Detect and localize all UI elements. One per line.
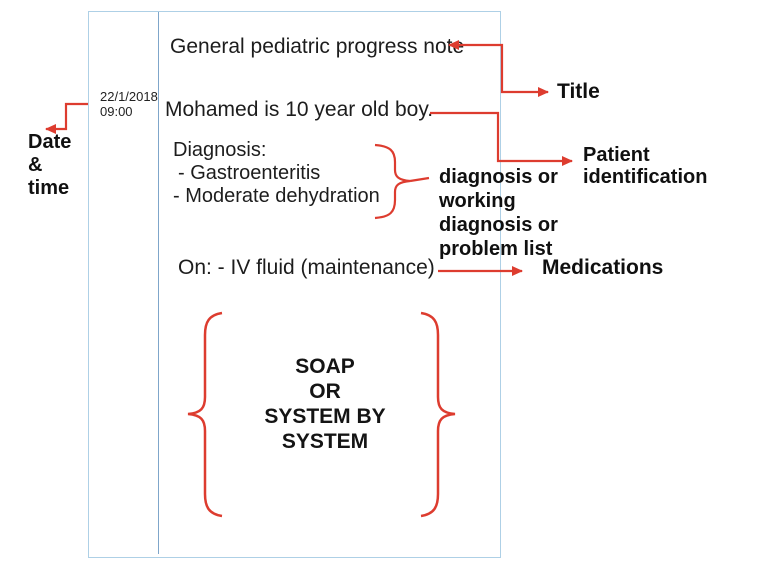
medications-label: Medications bbox=[542, 256, 664, 279]
note-title-line: General pediatric progress note bbox=[170, 35, 465, 58]
diagnosis-brace-tick bbox=[409, 176, 430, 183]
progress-note-box bbox=[88, 11, 501, 558]
soap-line: SOAP bbox=[295, 355, 355, 378]
note-medications-line: On: - IV fluid (maintenance) bbox=[178, 256, 435, 279]
note-diagnosis-item: - Moderate dehydration bbox=[173, 185, 380, 207]
diagnosis-note-label: diagnosis or working diagnosis or proble… bbox=[439, 166, 558, 260]
soap-block: SOAP OR SYSTEM BY SYSTEM bbox=[215, 354, 435, 454]
patient-identification-label: Patient identification bbox=[583, 144, 708, 188]
note-time: 09:00 bbox=[100, 104, 133, 119]
patient-identification-connector-arrow bbox=[430, 111, 573, 166]
note-diagnosis-item: - Gastroenteritis bbox=[178, 162, 321, 184]
soap-line: SYSTEM bbox=[281, 430, 369, 453]
soap-line: SYSTEM BY bbox=[264, 405, 386, 428]
soap-right-brace bbox=[420, 311, 456, 518]
diagnosis-brace bbox=[374, 143, 411, 220]
note-diagnosis-heading: Diagnosis: bbox=[173, 139, 267, 161]
note-datetime: 22/1/2018 09:00 bbox=[100, 89, 158, 119]
note-patient-line: Mohamed is 10 year old boy. bbox=[165, 98, 434, 121]
date-time-label: Date & time bbox=[28, 131, 72, 199]
date-time-connector-arrow bbox=[45, 102, 88, 134]
title-connector-arrow bbox=[448, 40, 549, 97]
title-label: Title bbox=[557, 80, 600, 103]
soap-left-brace bbox=[187, 311, 223, 518]
soap-line: OR bbox=[309, 380, 341, 403]
date-column-divider bbox=[158, 12, 159, 554]
note-date: 22/1/2018 bbox=[100, 89, 158, 104]
